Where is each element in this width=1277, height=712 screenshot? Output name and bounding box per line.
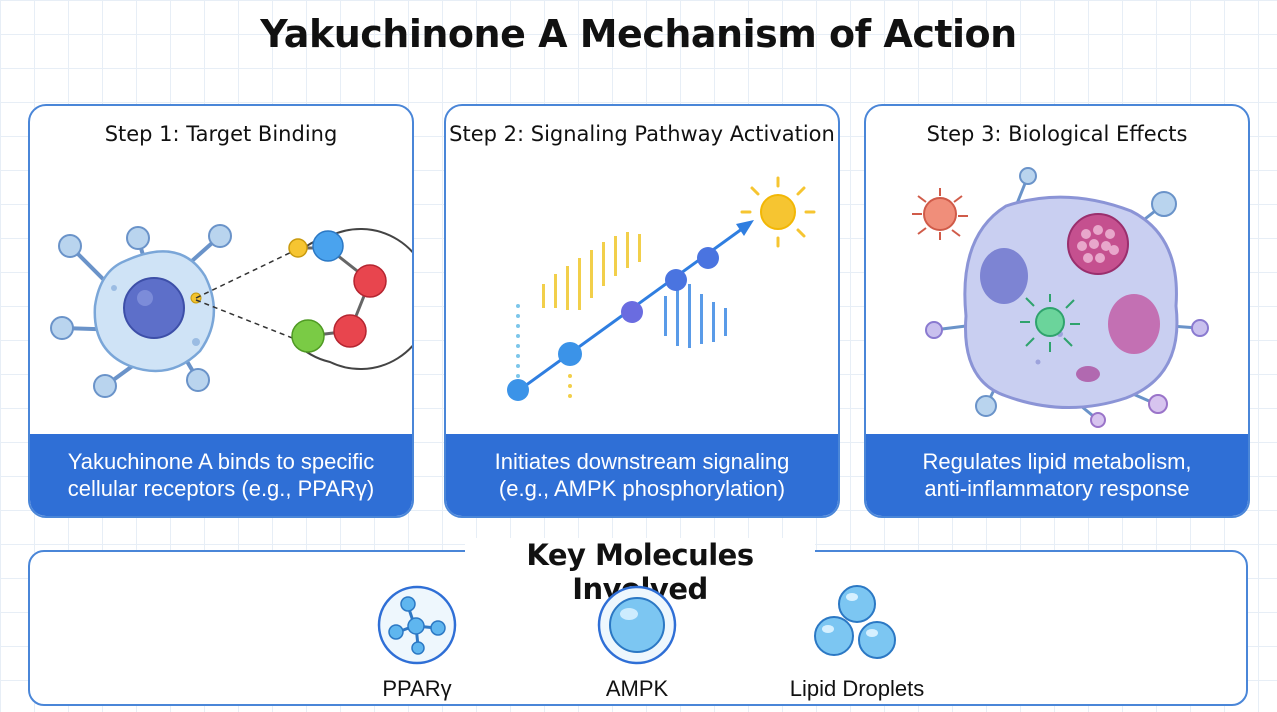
step-1-card: Step 1: Target Binding Yakuchin — [28, 104, 414, 518]
molecule-ampk-label: AMPK — [605, 676, 669, 701]
step-3-description: Regulates lipid metabolism, anti-inflamm… — [866, 434, 1248, 516]
sphere-icon — [597, 585, 677, 665]
cell-effects-illustration — [912, 167, 1209, 428]
droplets-icon — [814, 585, 896, 659]
step-2-title: Step 2: Signaling Pathway Activation — [449, 122, 835, 146]
step-2-description-line-1: Initiates downstream signaling — [494, 449, 790, 474]
step-2-description-line-2: (e.g., AMPK phosphorylation) — [498, 476, 786, 501]
page-title: Yakuchinone A Mechanism of Action — [260, 12, 1017, 56]
step-1-description: Yakuchinone A binds to specific cellular… — [30, 434, 412, 516]
receptor-binding-illustration — [50, 224, 412, 398]
step-1-description-line-2: cellular receptors (e.g., PPARγ) — [67, 476, 375, 501]
molecule-lipid-droplets: Lipid Droplets — [757, 584, 957, 702]
step-3-description-line-2: anti-inflammatory response — [924, 476, 1190, 501]
signaling-pathway-illustration — [507, 176, 816, 401]
step-2-description: Initiates downstream signaling (e.g., AM… — [446, 434, 838, 516]
molecule-pparg: PPARγ — [317, 584, 517, 702]
step-2-card: Step 2: Signaling Pathway Activation — [444, 104, 840, 518]
molecule-lipid-droplets-label: Lipid Droplets — [789, 676, 925, 701]
step-3-card: Step 3: Biological Effects — [864, 104, 1250, 518]
step-1-description-line-1: Yakuchinone A binds to specific — [67, 449, 375, 474]
molecule-pparg-label: PPARγ — [382, 676, 452, 701]
step-3-description-line-1: Regulates lipid metabolism, — [922, 449, 1192, 474]
step-1-title: Step 1: Target Binding — [104, 122, 338, 146]
step-3-title: Step 3: Biological Effects — [926, 122, 1188, 146]
molecule-ampk: AMPK — [537, 584, 737, 702]
network-icon — [377, 585, 457, 665]
